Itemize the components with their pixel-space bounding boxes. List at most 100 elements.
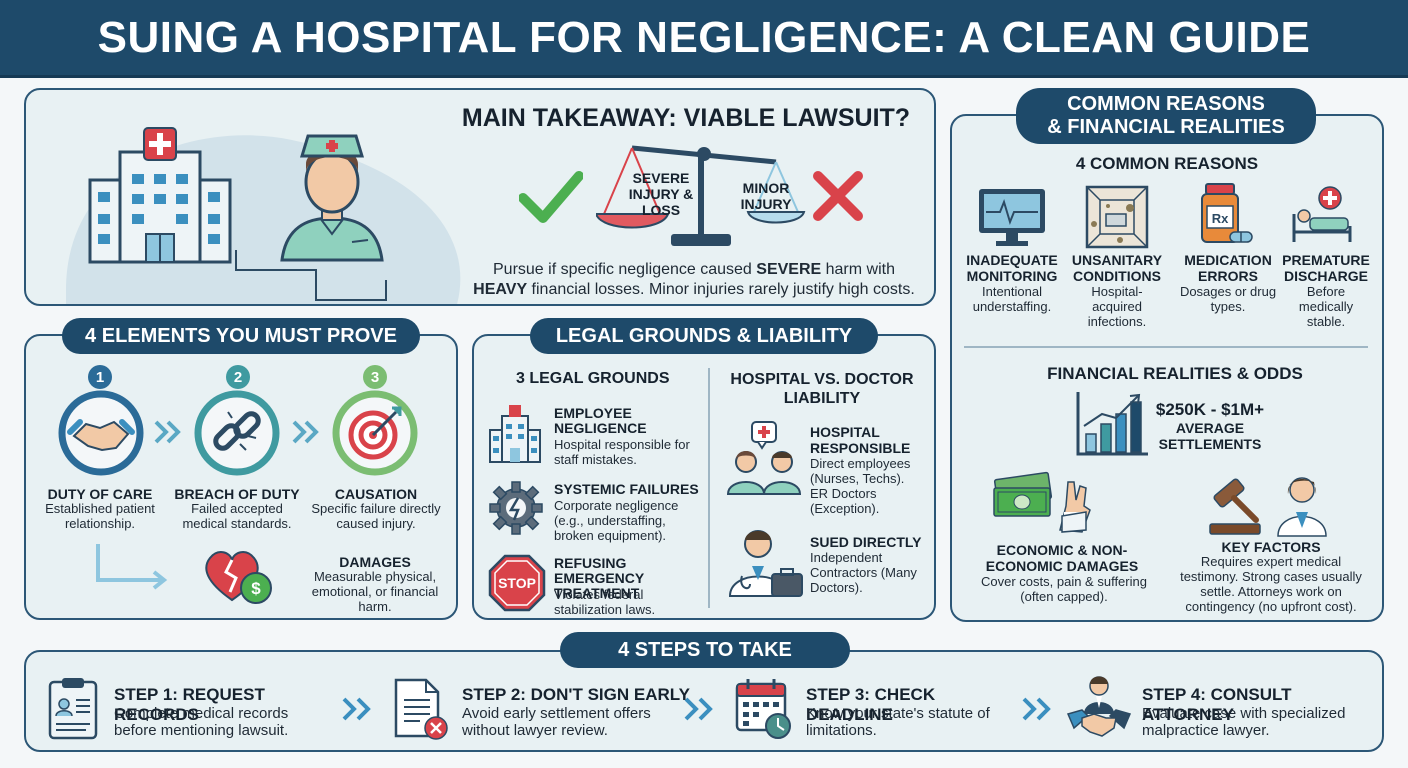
hospital-icon [489,405,541,463]
economic-title: ECONOMIC & NON-ECONOMIC DAMAGES [985,542,1139,574]
element-number-2: 2 [226,365,250,389]
takeaway-heading: MAIN TAKEAWAY: VIABLE LAWSUIT? [461,104,911,132]
clipboard-icon [48,678,98,740]
liability-desc: Independent Contractors (Many Doctors). [810,550,917,595]
element-title: DUTY OF CARE [47,486,153,502]
severe-injury-label: SEVERE INJURY & LOSS [628,170,694,218]
key-factors-desc: Requires expert medical testimony. Stron… [1180,554,1362,614]
step-title: STEP 3: CHECK DEADLINE [806,685,936,724]
reasons-heading-line-1: COMMON REASONS [1067,93,1265,115]
key-factors-title: KEY FACTORS [1221,539,1321,555]
legal-heading: LEGAL GROUNDS & LIABILITY [530,318,878,354]
page-title: SUING A HOSPITAL FOR NEGLIGENCE: A CLEAN… [97,12,1311,62]
document-reject-icon [394,678,448,740]
settlement-amount: $250K - $1M+ [1155,400,1265,419]
ground-desc: Hospital responsible for staff mistakes. [554,437,690,467]
bar-chart-icon [1076,392,1148,456]
minor-injury-label: MINOR INJURY [740,180,792,212]
broken-chain-icon [194,390,280,476]
reasons-divider [964,346,1368,348]
broken-heart-money-icon: $ [205,551,272,604]
settlement-label: AVERAGE SETTLEMENTS [1158,420,1262,452]
grounds-heading: 3 LEGAL GROUNDS [516,370,670,387]
damages-title: DAMAGES [339,554,411,570]
liability-title: HOSPITAL RESPONSIBLE [810,424,911,456]
step-arrow-icon [684,697,713,721]
element-desc: Established patient relationship. [45,501,155,531]
scale-icon [596,145,806,246]
reasons-heading: COMMON REASONS & FINANCIAL REALITIES [1016,88,1316,144]
arrow-icon [292,420,319,444]
element-desc: Specific failure directly caused injury. [311,501,441,531]
gear-icon [489,481,543,535]
element-title: CAUSATION [334,486,418,502]
svg-text:Rx: Rx [1212,211,1229,226]
step-desc: Evaluate case with specialized malpracti… [1142,705,1346,739]
takeaway-text-a: Pursue if specific negligence caused [493,261,757,278]
legal-divider [708,368,710,608]
reason-desc: Intentional understaffing. [972,284,1052,314]
legal-panel [472,334,936,620]
check-icon [519,171,583,223]
reason-title: UNSANITARY CONDITIONS [1071,252,1163,284]
takeaway-panel: MAIN TAKEAWAY: VIABLE LAWSUIT? SEVERE IN… [24,88,936,306]
handshake-icon [58,390,144,476]
monitor-icon [979,189,1045,246]
x-icon [813,171,863,221]
money-bandaged-hand-icon [993,471,1091,533]
bent-arrow-icon [96,544,168,590]
takeaway-text-e: financial losses. Minor injuries rarely … [527,281,915,298]
stop-text: STOP [498,575,536,591]
arrow-icon [154,420,181,444]
target-icon [332,390,418,476]
stop-sign-icon: STOP [488,554,546,612]
elements-heading: 4 ELEMENTS YOU MUST PROVE [62,318,420,354]
step-title: STEP 2: DON'T SIGN EARLY [462,685,690,704]
connector-line [235,250,387,301]
step-arrow-icon [342,697,371,721]
gavel-lawyer-icon [1209,477,1327,537]
hospital-icon [88,127,232,264]
reason-desc: Dosages or drug types. [1179,284,1277,314]
liability-title: SUED DIRECTLY [810,534,922,550]
element-title: BREACH OF DUTY [174,486,300,502]
ground-desc: Corporate negligence (e.g., understaffin… [554,498,679,543]
reasons-subheading: 4 COMMON REASONS [1075,154,1259,173]
reason-desc: Before medically stable. [1298,284,1354,329]
liability-heading: HOSPITAL VS. DOCTOR LIABILITY [730,371,914,407]
element-number-1: 1 [88,365,112,389]
pill-bottle-icon: Rx [1201,183,1253,243]
economic-desc: Cover costs, pain & suffering (often cap… [981,574,1147,604]
ground-title: REFUSING EMERGENCY TREATMENT [554,555,644,601]
reason-title: INADEQUATE MONITORING [966,252,1058,284]
attorney-handshake-icon [1066,676,1132,737]
step-title: STEP 4: CONSULT ATTORNEY [1142,685,1292,724]
reasons-heading-line-2: & FINANCIAL REALITIES [1047,116,1285,138]
takeaway-text-c: harm with [821,261,895,278]
reason-title: PREMATURE DISCHARGE [1282,252,1370,284]
title-bar: SUING A HOSPITAL FOR NEGLIGENCE: A CLEAN… [0,0,1408,78]
steps-heading: 4 STEPS TO TAKE [560,632,850,668]
step-desc: Know your state's statute of limitations… [806,705,990,739]
dirty-room-icon [1085,185,1149,249]
reason-title: MEDICATION ERRORS [1184,252,1272,284]
takeaway-text-severe: SEVERE [756,261,822,278]
takeaway-text-heavy: HEAVY [473,281,528,298]
doctor-briefcase-icon [728,530,803,597]
element-number-3: 3 [363,365,387,389]
ground-title: SYSTEMIC FAILURES [554,481,699,497]
svg-text:$: $ [251,579,261,598]
liability-desc: Direct employees (Nurses, Techs). ER Doc… [810,456,911,516]
step-desc: Avoid early settlement offers without la… [462,705,651,739]
step-arrow-icon [1022,697,1051,721]
damages-desc: Measurable physical, emotional, or finan… [311,569,439,614]
hospital-bed-icon [1292,186,1352,242]
element-desc: Failed accepted medical standards. [182,501,292,531]
financial-heading: FINANCIAL REALITIES & ODDS [1047,364,1303,383]
step-title: STEP 1: REQUEST RECORDS [114,685,265,724]
ground-desc: Violates federal stabilization laws. [554,587,656,617]
nurse-icon [280,134,384,262]
calendar-clock-icon [735,679,791,739]
step-desc: Complete medical records before mentioni… [114,705,289,739]
takeaway-text: Pursue if specific negligence caused SEV… [458,260,930,300]
